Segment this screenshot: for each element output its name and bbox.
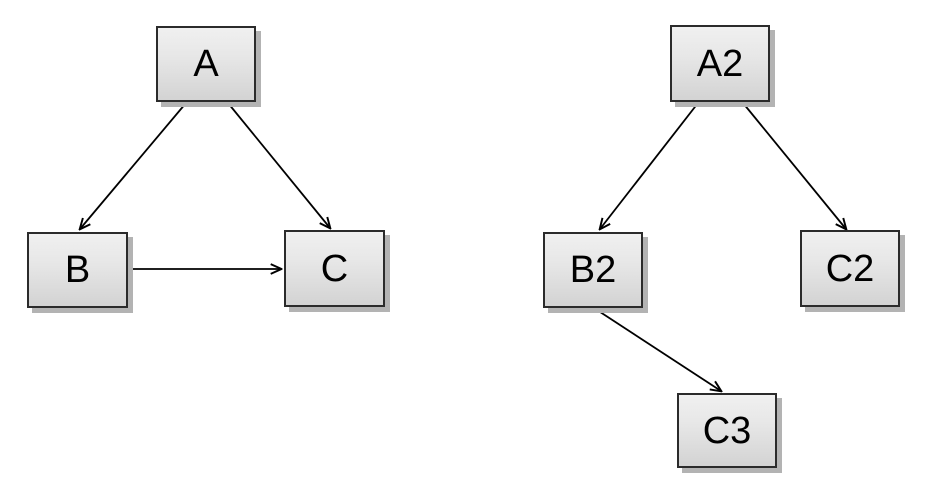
node-label-C2: C2 [825,247,875,290]
node-label-A2: A2 [696,42,744,85]
node-label-B2: B2 [569,249,617,291]
node-C2[interactable]: C2 [800,230,900,307]
node-label-C: C [320,247,349,290]
node-C3[interactable]: C3 [677,393,777,468]
node-B[interactable]: B [27,232,128,308]
node-A[interactable]: A [156,26,256,102]
edge-A-to-B[interactable] [80,102,187,229]
node-A2[interactable]: A2 [670,25,770,102]
node-label-C3: C3 [702,409,752,452]
node-label-A: A [193,43,219,85]
edge-A2-to-C2[interactable] [742,102,846,229]
edges-group [80,102,846,391]
node-C[interactable]: C [284,230,385,307]
edge-A2-to-B2[interactable] [600,102,699,229]
edge-A-to-C[interactable] [227,102,330,228]
edge-B2-to-C3[interactable] [593,307,721,391]
node-label-B: B [64,249,91,291]
node-B2[interactable]: B2 [543,232,643,308]
